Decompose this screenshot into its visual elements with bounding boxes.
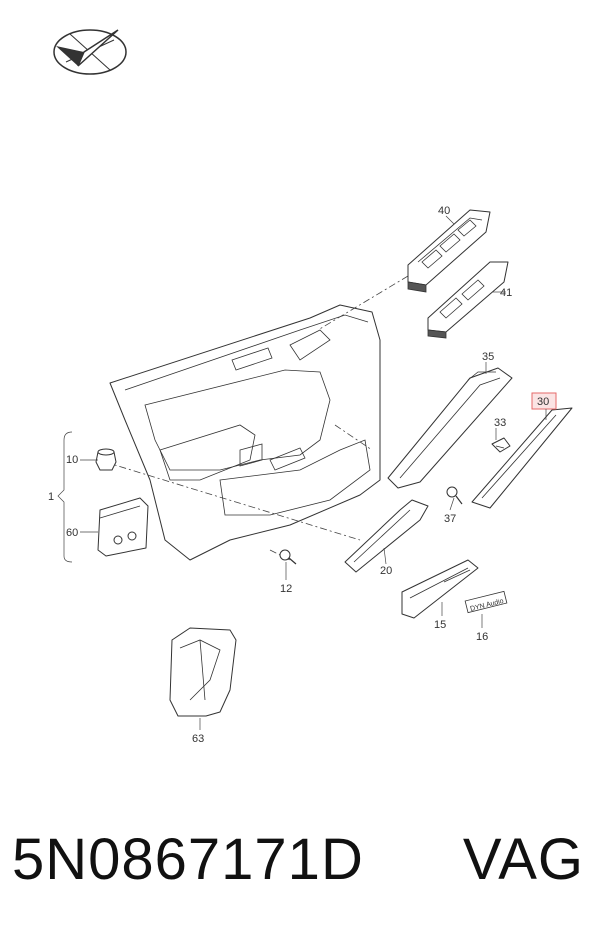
part-number: 5N0867171D <box>12 827 364 892</box>
part-41-window-switch <box>427 261 509 339</box>
part-37-screw <box>446 486 463 505</box>
callout-10: 10 <box>66 454 78 466</box>
callout-1: 1 <box>48 491 54 503</box>
callout-41: 41 <box>500 287 512 299</box>
door-trim-panel <box>109 304 381 561</box>
callout-15: 15 <box>434 619 446 631</box>
part-63-insulation-pad <box>169 627 237 717</box>
callout-40: 40 <box>438 205 450 217</box>
part-30-highlight-box <box>531 392 557 410</box>
part-10-clip <box>95 448 117 471</box>
callout-63: 63 <box>192 733 204 745</box>
callout-30: 30 <box>537 396 549 408</box>
brand-name: VAG <box>462 827 584 892</box>
caption-bar: 5N0867171D VAG <box>0 815 600 905</box>
callout-35: 35 <box>482 351 494 363</box>
callout-60: 60 <box>66 527 78 539</box>
part-60-bracket <box>97 497 149 557</box>
part-15-panel <box>401 559 479 619</box>
compass-logo <box>53 29 127 75</box>
part-16-badge: DYN Audio <box>464 590 508 614</box>
callout-33: 33 <box>494 417 506 429</box>
exploded-parts-diagram: DYN Audio 40 41 35 33 30 10 1 60 37 20 1… <box>48 29 573 745</box>
callout-12: 12 <box>280 583 292 595</box>
callout-37: 37 <box>444 513 456 525</box>
part-35-trim-strip <box>387 367 513 489</box>
part-30-trim-strip <box>471 392 573 509</box>
part-20-trim <box>344 499 429 573</box>
part-12-screw <box>279 549 297 565</box>
callout-16: 16 <box>476 631 488 643</box>
callout-20: 20 <box>380 565 392 577</box>
part-33-clip <box>491 437 511 453</box>
part-40-window-switch <box>407 209 491 293</box>
